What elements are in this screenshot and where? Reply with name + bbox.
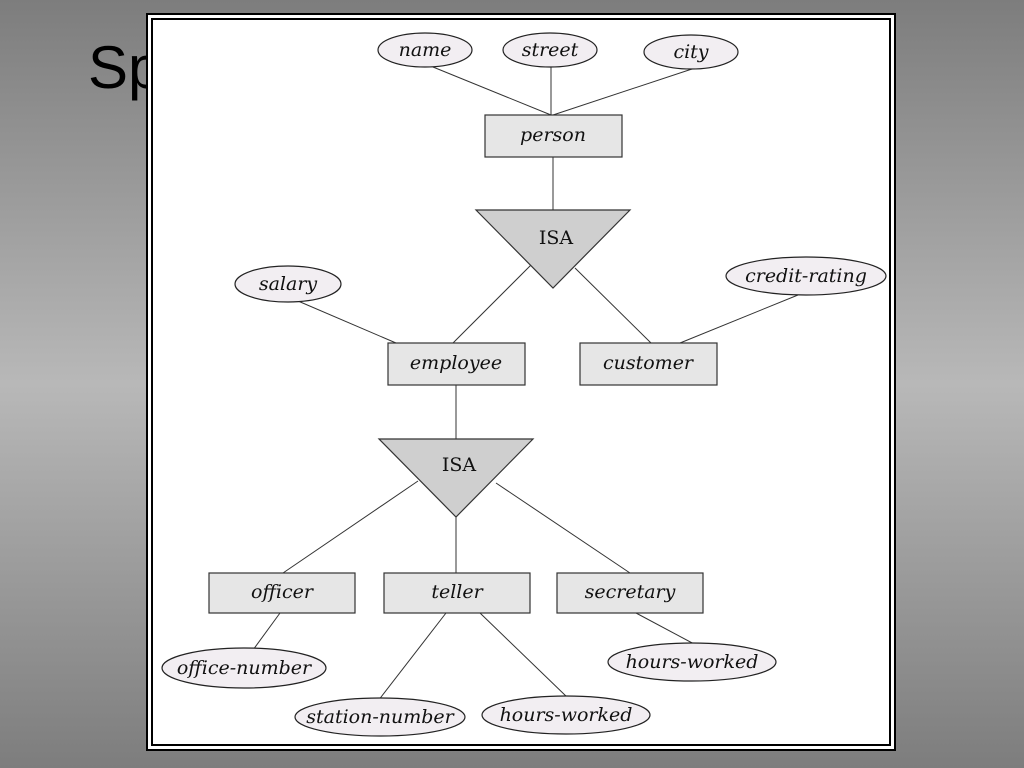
svg-text:employee: employee [410, 352, 502, 374]
svg-text:officer: officer [251, 581, 315, 603]
attribute-hours-worked-teller: hours-worked [481, 695, 651, 735]
attribute-office-number: office-number [161, 647, 327, 689]
er-diagram: name street city salary credit-rating of… [161, 32, 887, 737]
svg-text:secretary: secretary [585, 581, 676, 603]
attribute-city: city [643, 34, 739, 70]
edge-secretary-hoursworked [635, 612, 697, 646]
attribute-credit-rating: credit-rating [725, 256, 887, 296]
svg-text:office-number: office-number [177, 657, 313, 679]
svg-text:name: name [399, 39, 452, 61]
svg-text:teller: teller [431, 581, 484, 603]
entity-teller: teller [383, 572, 531, 614]
entity-customer: customer [579, 342, 718, 386]
edge-name-person [432, 66, 552, 116]
attribute-street: street [502, 32, 598, 68]
svg-text:ISA: ISA [442, 454, 477, 476]
edge-city-person [552, 68, 693, 116]
svg-text:ISA: ISA [539, 227, 574, 249]
edge-salary-employee [297, 300, 397, 344]
svg-text:city: city [673, 41, 708, 63]
svg-text:hours-worked: hours-worked [626, 651, 759, 673]
edge-isa-employee [452, 264, 532, 344]
edge-teller-hoursworked [479, 612, 569, 699]
entity-officer: officer [208, 572, 356, 614]
diagram-frame: name street city salary credit-rating of… [146, 13, 896, 751]
svg-text:customer: customer [603, 352, 695, 374]
isa-triangle-bottom: ISA [377, 438, 535, 518]
entity-person: person [484, 114, 623, 158]
attribute-hours-worked-secretary: hours-worked [607, 642, 777, 682]
attribute-station-number: station-number [294, 697, 466, 737]
attribute-name: name [377, 32, 473, 68]
svg-text:street: street [522, 39, 579, 61]
svg-text:credit-rating: credit-rating [745, 265, 867, 287]
entity-secretary: secretary [556, 572, 704, 614]
svg-text:person: person [520, 124, 586, 146]
svg-text:salary: salary [259, 273, 318, 295]
svg-text:hours-worked: hours-worked [500, 704, 633, 726]
edge-isa-secretary [495, 482, 631, 574]
edge-officer-officenumber [252, 612, 281, 651]
edge-credit-customer [679, 294, 799, 344]
entity-employee: employee [387, 342, 526, 386]
connector-lines [252, 66, 799, 702]
svg-text:station-number: station-number [306, 706, 455, 728]
attribute-salary: salary [234, 265, 342, 303]
isa-triangle-top: ISA [474, 209, 632, 289]
edge-teller-stationnumber [377, 612, 447, 702]
edge-isa-customer [574, 267, 652, 344]
edge-isa-officer [282, 480, 419, 574]
